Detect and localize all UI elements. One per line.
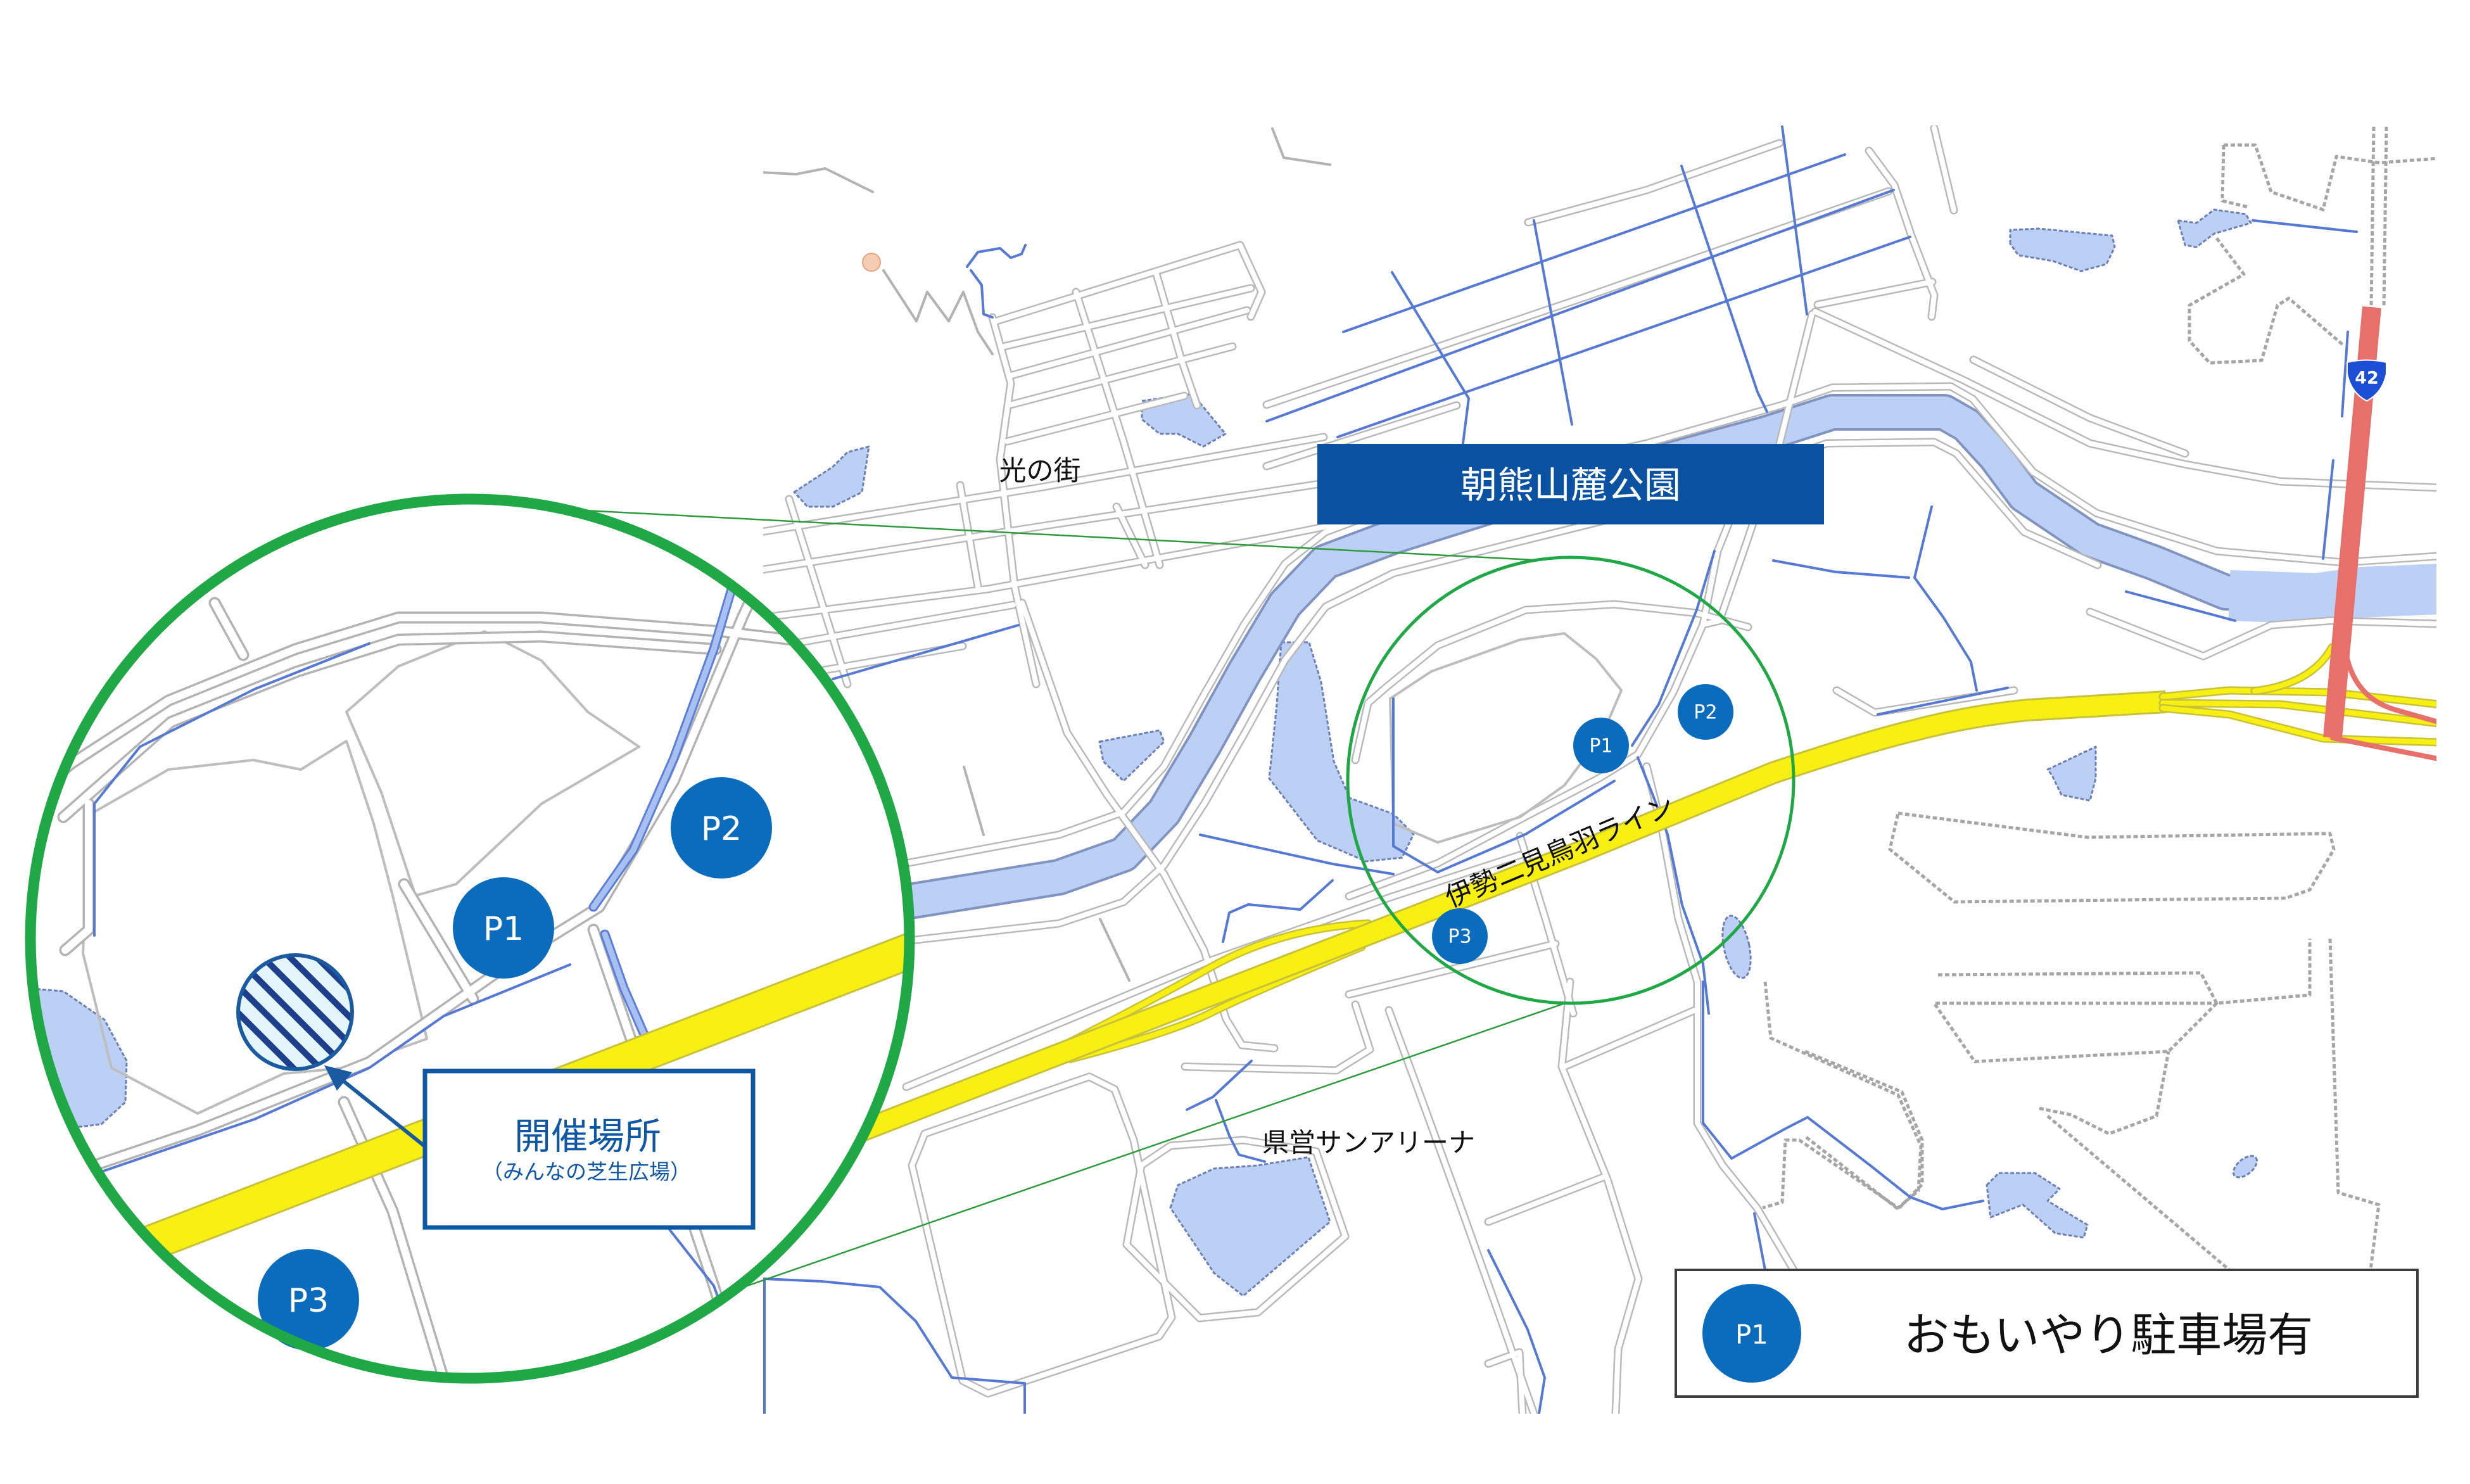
arena-label: 県営サンアリーナ [1262, 1127, 1475, 1158]
footpaths [763, 126, 2436, 1271]
national-route-42: 42 [2323, 306, 2436, 761]
park-title-banner: 朝熊山麓公園 [1317, 444, 1824, 524]
legend-marker-label: P1 [1735, 1319, 1768, 1350]
zoom-inset-ring [25, 493, 915, 1384]
venue-subtitle: （みんなの芝生広場） [482, 1160, 691, 1184]
zoom-inset: P1 P2 P3 開催場所 （みんなの芝生広場） [25, 493, 915, 1384]
parking-marker-p1: P1 [1573, 718, 1629, 773]
legend: P1 おもいやり駐車場有 [1675, 1269, 2419, 1398]
inset-parking-marker-p3: P3 [258, 1249, 359, 1350]
parking-marker-label: P2 [1694, 702, 1717, 724]
route-shield-number: 42 [2355, 369, 2379, 388]
parking-marker-label: P1 [483, 910, 524, 948]
park-title: 朝熊山麓公園 [1460, 464, 1681, 507]
lawn-outline [82, 740, 428, 1115]
callout-arrow [324, 1065, 426, 1148]
parking-marker-p2: P2 [1678, 684, 1733, 740]
arrowhead-icon [324, 1065, 352, 1091]
venue-area-icon [236, 953, 354, 1071]
town-label: 光の街 [999, 455, 1081, 487]
legend-parking-marker-icon: P1 [1702, 1284, 1801, 1383]
route-42-shield-icon: 42 [2346, 359, 2387, 402]
inset-parking-marker-p2: P2 [671, 777, 772, 878]
legend-description: おもいやり駐車場有 [1904, 1309, 2314, 1362]
main-map: 42 光の街 県営サンアリーナ 伊勢二見鳥羽ライン P1 P2 P3 [763, 125, 2436, 1414]
connector-line-top [573, 509, 1533, 561]
venue-title: 開催場所 [514, 1115, 661, 1158]
parking-marker-label: P3 [288, 1282, 329, 1320]
venue-callout: 開催場所 （みんなの芝生広場） [422, 1069, 756, 1230]
parking-marker-label: P2 [701, 810, 742, 848]
parking-marker-p3: P3 [1432, 908, 1488, 964]
expressway [763, 643, 2436, 1181]
ponds [793, 208, 2258, 1297]
landmark-dot-icon [862, 253, 881, 272]
inset-parking-marker-p1: P1 [453, 877, 554, 979]
parking-marker-label: P1 [1589, 735, 1612, 758]
parking-marker-label: P3 [1448, 926, 1471, 948]
focus-area-ring [1346, 555, 1796, 1005]
streams [763, 125, 2358, 1414]
